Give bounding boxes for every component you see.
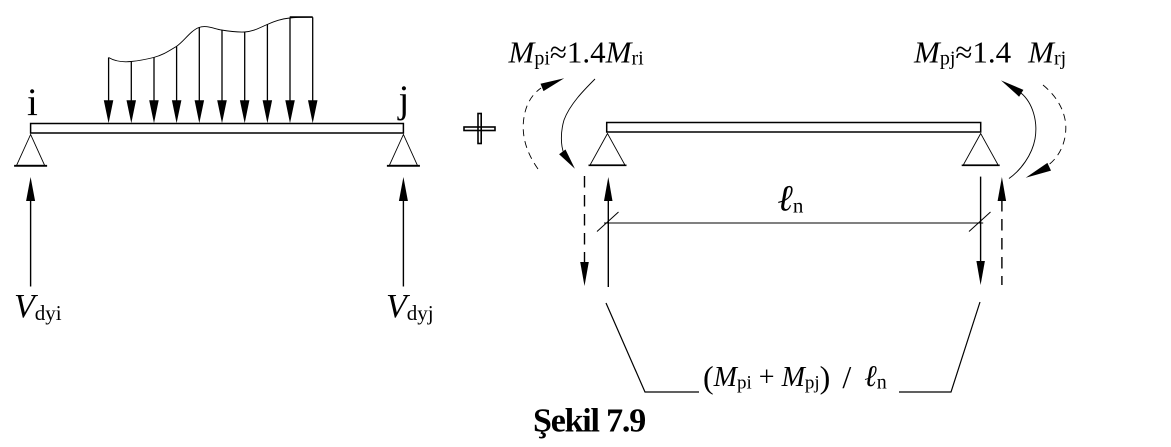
svg-text:Mpi≈1.4Mri: Mpi≈1.4Mri [508, 35, 645, 70]
svg-text:(Mpi + Mpj) / ℓn: (Mpi + Mpj) / ℓn [703, 359, 887, 395]
svg-text:i: i [27, 81, 38, 124]
svg-text:Şekil 7.9: Şekil 7.9 [533, 403, 645, 440]
svg-text:j: j [397, 78, 410, 121]
